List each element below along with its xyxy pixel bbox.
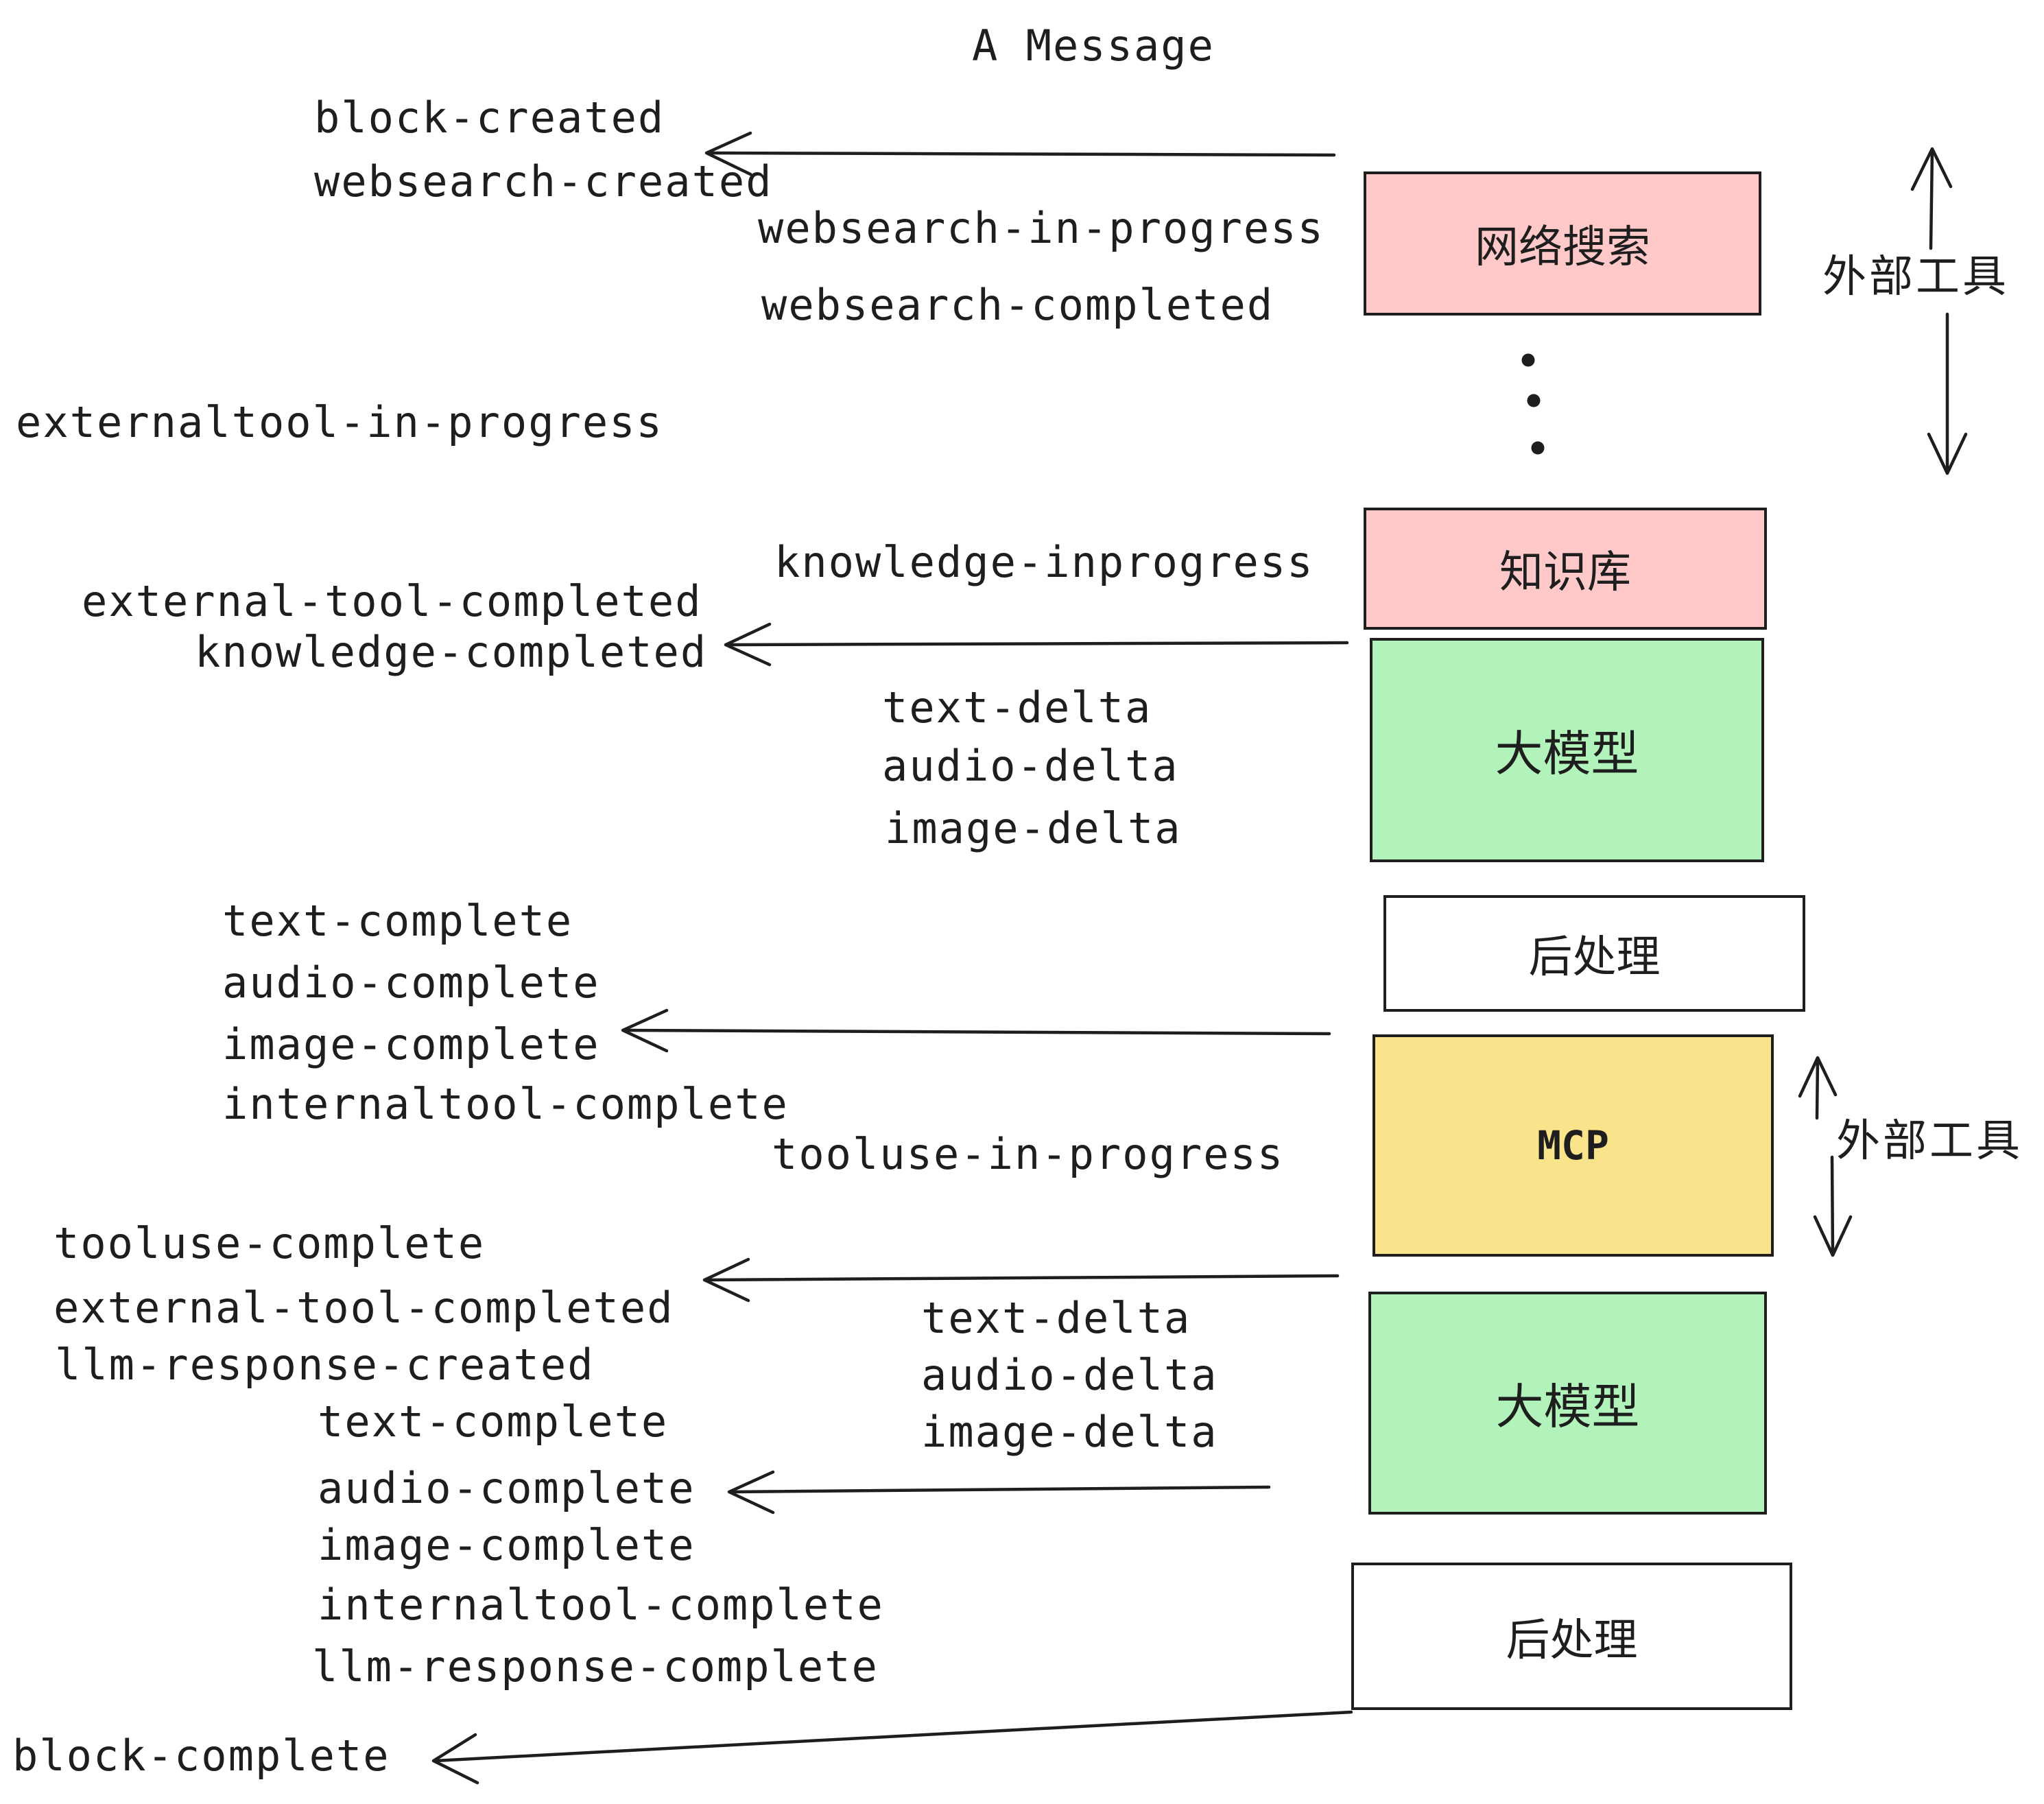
event-label-audio-delta-2: audio-delta xyxy=(921,1350,1218,1400)
box-llm-1-label: 大模型 xyxy=(1495,726,1639,782)
event-label-text-complete-2: text-complete xyxy=(318,1397,669,1447)
box-knowledge-label: 知识库 xyxy=(1499,547,1631,598)
event-label-websearch-completed: websearch-completed xyxy=(761,280,1274,330)
box-mcp: MCP xyxy=(1372,1034,1774,1257)
event-label-llm-response-complete: llm-response-complete xyxy=(312,1641,879,1692)
event-label-websearch-created: websearch-created xyxy=(314,156,773,206)
external-tool-up-arrow-2 xyxy=(1798,1056,1838,1120)
event-label-externaltool-in-progress: externaltool-in-progress xyxy=(16,397,663,447)
event-label-image-delta-2: image-delta xyxy=(921,1407,1218,1457)
box-postprocess-2-label: 后处理 xyxy=(1506,1615,1638,1666)
arrow-to-knowledge-completed xyxy=(724,622,1349,667)
arrow-to-block-created xyxy=(704,131,1336,176)
event-label-tooluse-in-progress: tooluse-in-progress xyxy=(772,1129,1285,1179)
event-label-text-delta-2: text-delta xyxy=(921,1293,1191,1343)
box-postprocess-1-label: 后处理 xyxy=(1528,932,1661,983)
event-label-audio-complete-1: audio-complete xyxy=(222,958,600,1008)
box-llm-2: 大模型 xyxy=(1368,1292,1767,1515)
event-label-image-delta-1: image-delta xyxy=(885,803,1182,853)
box-knowledge: 知识库 xyxy=(1364,508,1767,630)
event-label-internaltool-complete-1: internaltool-complete xyxy=(222,1079,789,1129)
event-label-audio-complete-2: audio-complete xyxy=(318,1463,696,1513)
side-label-external-tool-1: 外部工具 xyxy=(1822,252,2009,302)
event-label-tooluse-complete: tooluse-complete xyxy=(54,1218,486,1268)
arrow-to-image-complete xyxy=(621,1008,1331,1053)
event-label-block-created: block-created xyxy=(314,93,665,143)
event-label-image-complete-2: image-complete xyxy=(318,1520,696,1570)
event-label-knowledge-inprogress: knowledge-inprogress xyxy=(774,537,1314,587)
event-label-audio-delta-1: audio-delta xyxy=(882,741,1179,791)
event-label-text-complete-1: text-complete xyxy=(222,896,573,946)
box-websearch: 网络搜索 xyxy=(1364,171,1761,316)
side-label-external-tool-2: 外部工具 xyxy=(1836,1116,2023,1167)
event-label-knowledge-completed: knowledge-completed xyxy=(195,627,708,677)
event-label-external-tool-completed-1: external-tool-completed xyxy=(82,576,702,626)
arrow-to-block-complete xyxy=(431,1710,1353,1785)
box-mcp-label: MCP xyxy=(1537,1122,1609,1169)
event-label-llm-response-created: llm-response-created xyxy=(55,1340,595,1390)
arrow-to-audio-complete xyxy=(727,1470,1271,1515)
external-tool-up-arrow-1 xyxy=(1910,147,1953,250)
vertical-ellipsis-icon xyxy=(1521,353,1545,455)
external-tool-down-arrow-2 xyxy=(1813,1155,1853,1257)
external-tool-down-arrow-1 xyxy=(1927,312,1968,475)
event-label-text-delta-1: text-delta xyxy=(882,683,1152,733)
event-label-block-complete: block-complete xyxy=(12,1731,390,1781)
event-label-image-complete-1: image-complete xyxy=(222,1019,600,1069)
box-postprocess-2: 后处理 xyxy=(1351,1563,1792,1710)
box-llm-2-label: 大模型 xyxy=(1495,1379,1640,1435)
arrow-to-tooluse-complete xyxy=(702,1257,1340,1303)
box-llm-1: 大模型 xyxy=(1370,638,1764,862)
event-label-external-tool-completed-2: external-tool-completed xyxy=(54,1283,674,1333)
event-label-websearch-in-progress: websearch-in-progress xyxy=(758,203,1324,253)
diagram-title: A Message xyxy=(972,21,1215,71)
event-label-internaltool-complete-2: internaltool-complete xyxy=(318,1580,884,1630)
box-websearch-label: 网络搜索 xyxy=(1475,222,1650,273)
box-postprocess-1: 后处理 xyxy=(1383,895,1805,1012)
